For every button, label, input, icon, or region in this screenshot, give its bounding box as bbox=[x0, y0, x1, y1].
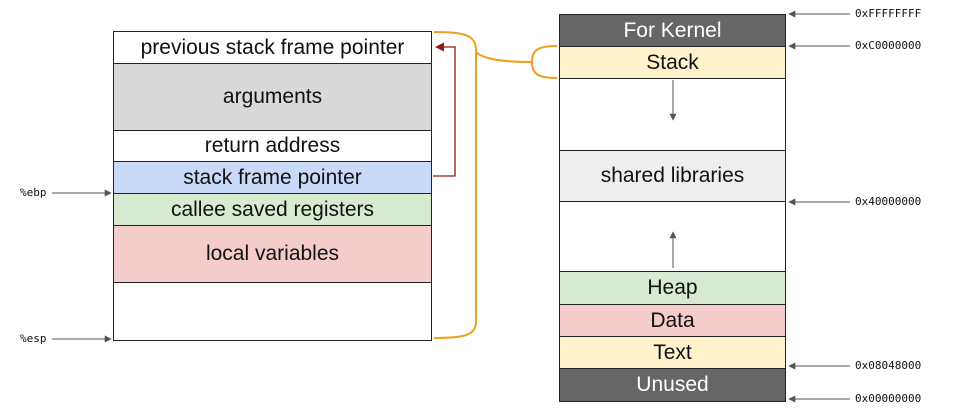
bracket-connector bbox=[475, 51, 533, 63]
stack-row-label: return address bbox=[204, 134, 341, 157]
memory-segment-shared-libraries: shared libraries bbox=[560, 151, 785, 202]
register-esp-label: %esp bbox=[20, 332, 47, 345]
register-ebp-label: %ebp bbox=[20, 186, 47, 199]
stack-row-previous-frame-pointer: previous stack frame pointer bbox=[114, 32, 431, 64]
stack-frame-diagram: previous stack frame pointer arguments r… bbox=[113, 31, 432, 341]
memory-segment-label: Unused bbox=[636, 373, 709, 396]
stack-row-callee-saved: callee saved registers bbox=[114, 194, 431, 226]
memory-segment-stack: Stack bbox=[560, 47, 785, 79]
stack-frame-bracket bbox=[433, 31, 477, 339]
stack-row-return-address: return address bbox=[114, 131, 431, 162]
memory-segment-label: Text bbox=[653, 340, 692, 364]
address-label: 0x08048000 bbox=[855, 359, 922, 372]
memory-stack-bracket bbox=[530, 45, 558, 79]
saved-frame-pointer-arrow bbox=[433, 42, 456, 177]
stack-row-empty bbox=[114, 283, 431, 340]
memory-segment-label: Data bbox=[650, 308, 695, 332]
address-label: 0xFFFFFFFF bbox=[855, 7, 922, 20]
memory-segment-label: Heap bbox=[647, 276, 698, 299]
memory-segment-label: shared libraries bbox=[600, 164, 745, 187]
stack-row-label: previous stack frame pointer bbox=[140, 35, 405, 59]
memory-segment-free-upper bbox=[560, 79, 785, 151]
memory-segment-kernel: For Kernel bbox=[560, 15, 785, 47]
address-label: 0x00000000 bbox=[855, 392, 922, 405]
memory-layout-diagram: For Kernel Stack shared libraries Heap D… bbox=[559, 14, 786, 402]
address-label: 0x40000000 bbox=[855, 195, 922, 208]
memory-segment-text: Text bbox=[560, 337, 785, 369]
stack-row-local-variables: local variables bbox=[114, 226, 431, 283]
memory-segment-unused: Unused bbox=[560, 369, 785, 401]
stack-row-label: callee saved registers bbox=[170, 197, 375, 221]
memory-segment-label: Stack bbox=[646, 50, 699, 74]
stack-row-label: arguments bbox=[222, 85, 323, 108]
stack-row-label: stack frame pointer bbox=[183, 165, 362, 189]
memory-segment-label: For Kernel bbox=[623, 18, 722, 42]
stack-row-arguments: arguments bbox=[114, 64, 431, 131]
stack-row-label: local variables bbox=[205, 242, 340, 265]
stack-row-frame-pointer: stack frame pointer bbox=[114, 162, 431, 194]
memory-segment-heap: Heap bbox=[560, 272, 785, 305]
memory-segment-free-lower bbox=[560, 202, 785, 272]
memory-segment-data: Data bbox=[560, 305, 785, 337]
address-label: 0xC0000000 bbox=[855, 39, 922, 52]
